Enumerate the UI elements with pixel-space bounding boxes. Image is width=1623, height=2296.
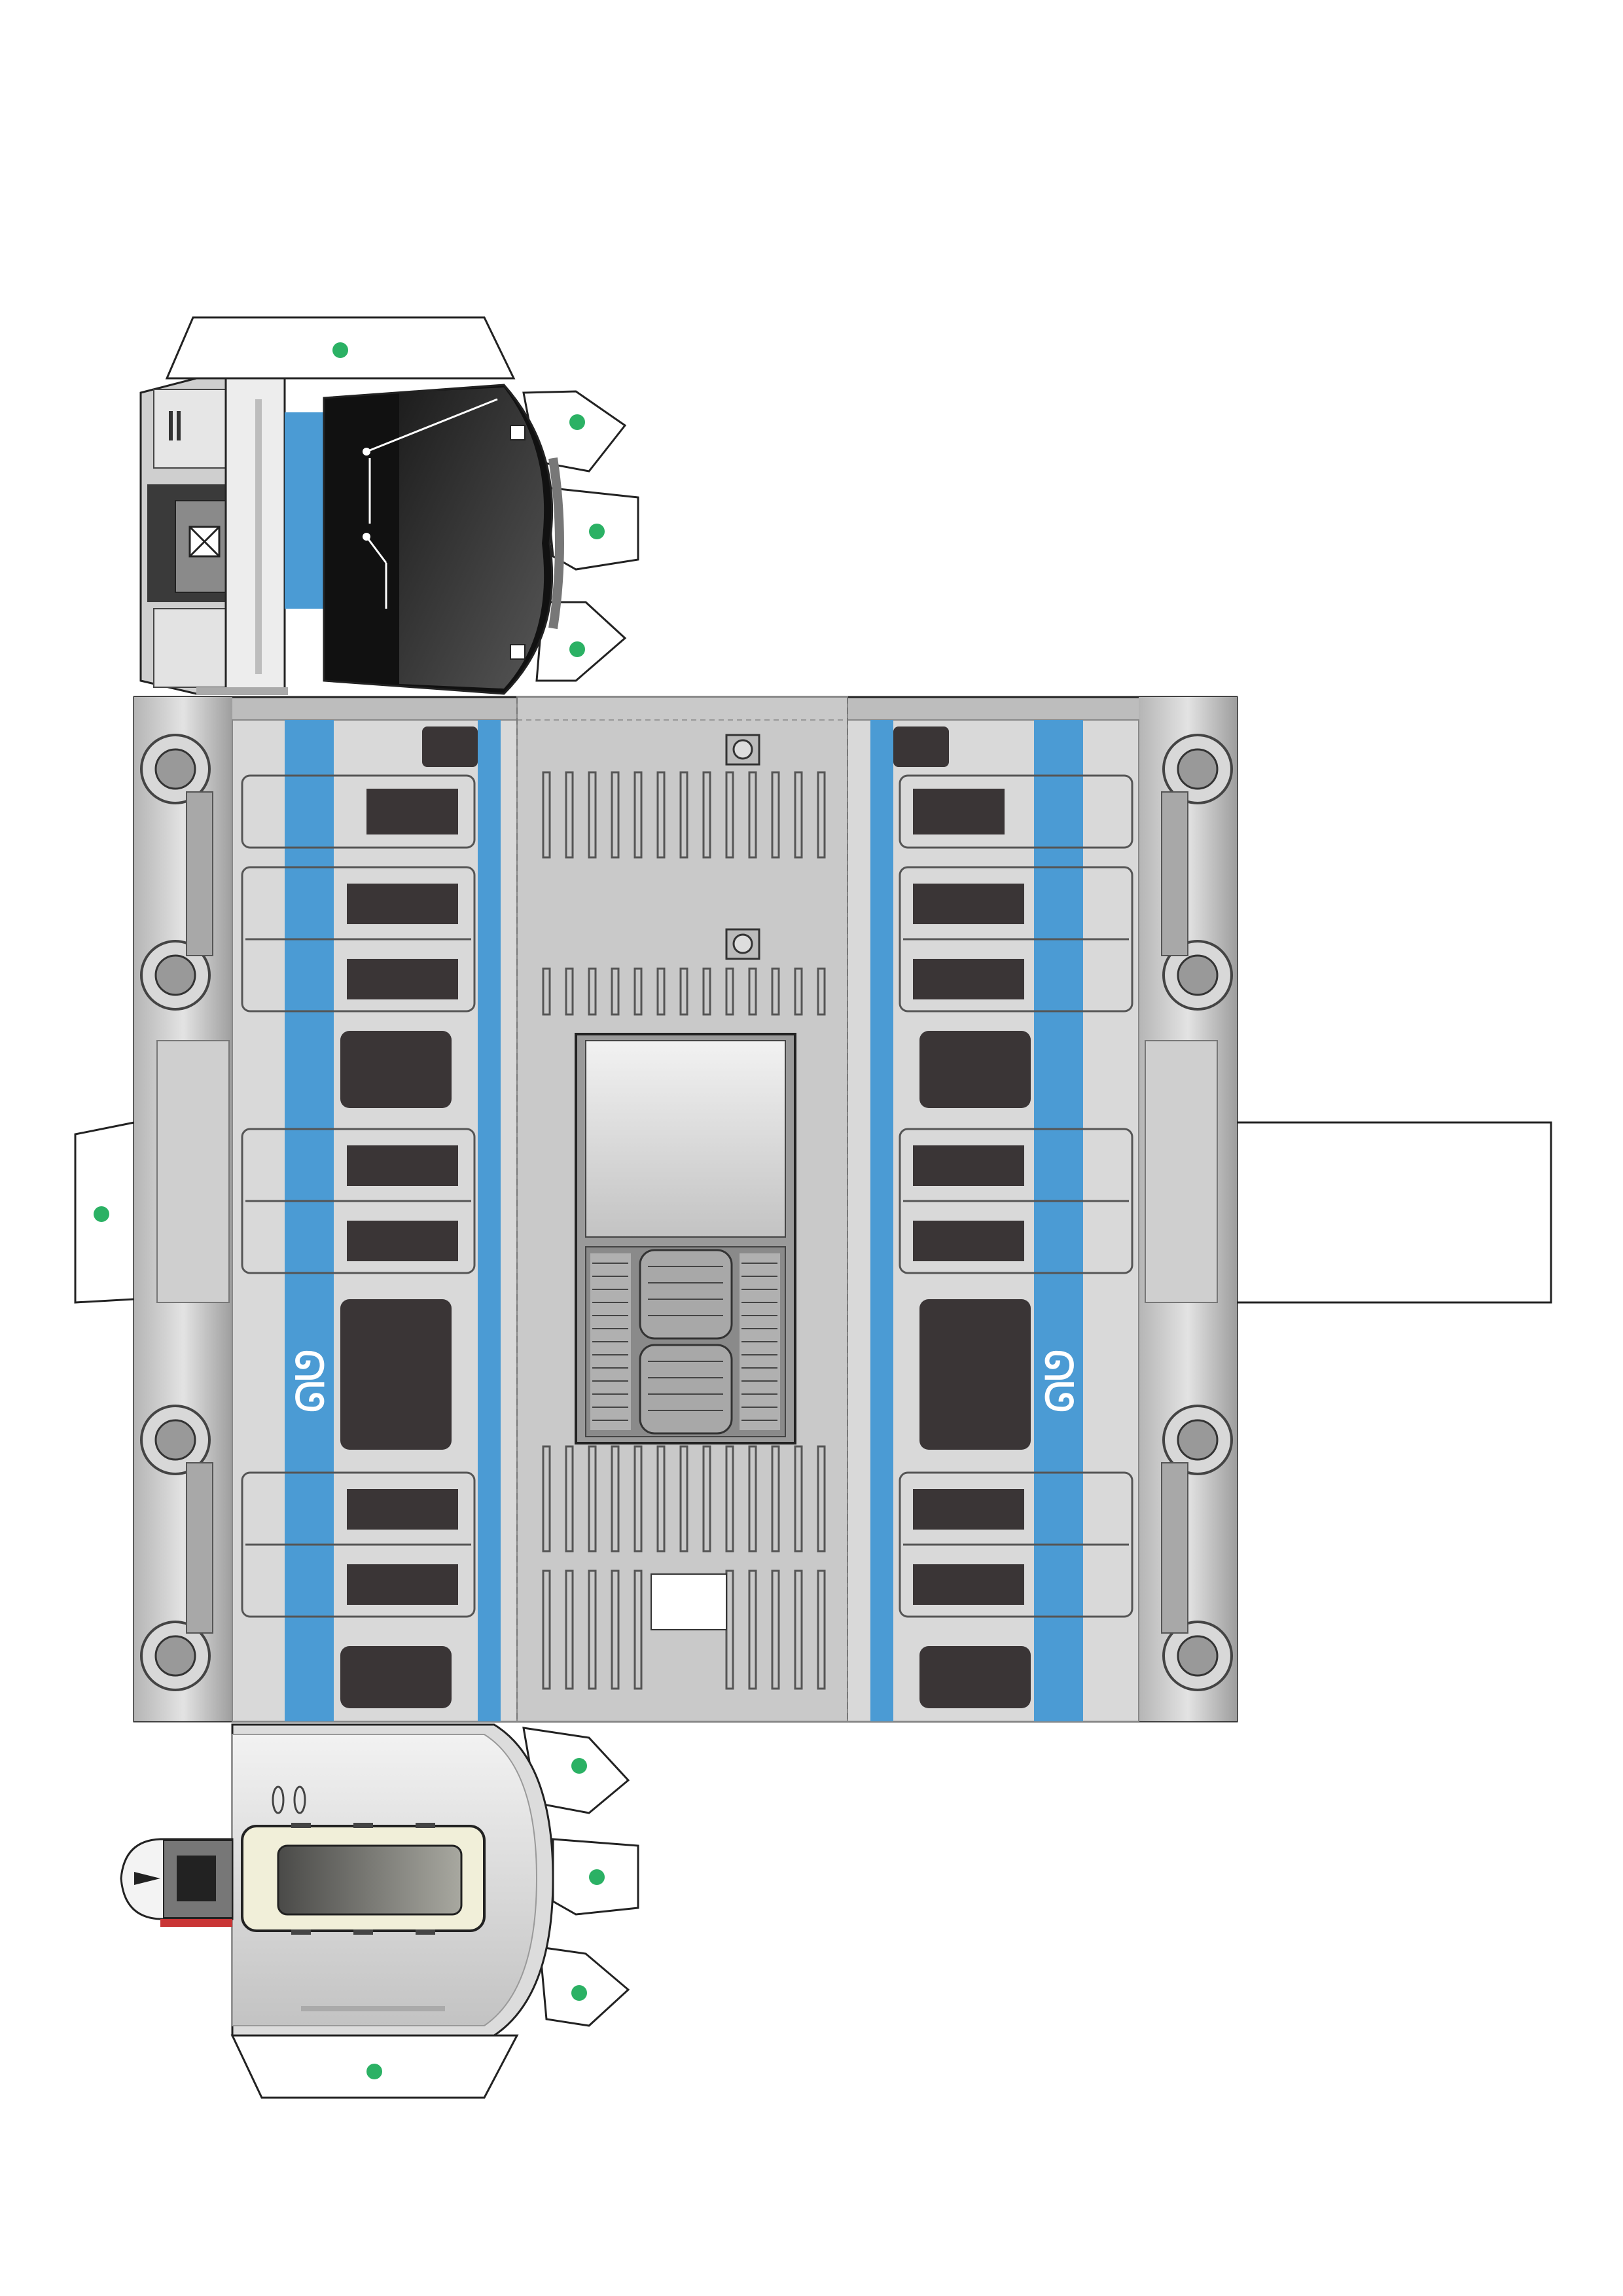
side-blue-stripe bbox=[285, 720, 334, 1721]
side-blue-stripe bbox=[870, 720, 893, 1721]
glue-flap-right-3 bbox=[539, 1946, 630, 2027]
door bbox=[241, 1471, 476, 1618]
glue-dot-icon bbox=[366, 2064, 382, 2079]
door bbox=[241, 1128, 476, 1274]
side-blue-stripe bbox=[478, 720, 501, 1721]
rear-window bbox=[277, 1844, 463, 1916]
door bbox=[899, 1128, 1133, 1274]
glue-dot-icon bbox=[569, 641, 585, 657]
glue-dot-icon bbox=[569, 414, 585, 430]
side-window bbox=[919, 1299, 1031, 1450]
side-window bbox=[919, 1646, 1031, 1708]
side-logo: ᘏᘎ bbox=[287, 1350, 331, 1412]
door bbox=[899, 1471, 1133, 1618]
door bbox=[241, 774, 476, 849]
roof-blank-label bbox=[651, 1573, 727, 1630]
door bbox=[899, 774, 1133, 849]
glue-dot-icon bbox=[589, 1869, 605, 1885]
headlight-icon bbox=[510, 644, 526, 660]
front-cab-piece bbox=[139, 316, 639, 695]
glue-dot-icon bbox=[332, 342, 348, 358]
side-blue-stripe bbox=[1034, 720, 1083, 1721]
side-window bbox=[919, 1031, 1031, 1108]
right-side-panel: ᘏᘎ bbox=[847, 719, 1139, 1722]
side-logo: ᘏᘎ bbox=[1038, 1350, 1082, 1412]
headlight-icon bbox=[510, 425, 526, 440]
roof-panel bbox=[516, 696, 848, 1722]
glue-dot-icon bbox=[571, 1985, 587, 2001]
bogie-wheel-icon bbox=[1145, 734, 1233, 1691]
car-body-piece: ᘏᘎ bbox=[74, 696, 1552, 1723]
side-window bbox=[340, 1031, 452, 1108]
door bbox=[241, 866, 476, 1013]
side-window bbox=[340, 1646, 452, 1708]
glue-flap-right bbox=[1236, 1121, 1552, 1304]
cab-blue-stripe bbox=[285, 412, 324, 609]
rear-cab-piece bbox=[120, 1723, 639, 2099]
side-window bbox=[340, 1299, 452, 1450]
bogie-wheel-icon bbox=[140, 734, 230, 1691]
glue-dot-icon bbox=[94, 1206, 109, 1222]
left-side-panel: ᘏᘎ bbox=[232, 719, 518, 1722]
glue-dot-icon bbox=[589, 524, 605, 539]
door bbox=[899, 866, 1133, 1013]
glue-dot-icon bbox=[571, 1758, 587, 1774]
glue-flap-right-3 bbox=[535, 601, 627, 682]
